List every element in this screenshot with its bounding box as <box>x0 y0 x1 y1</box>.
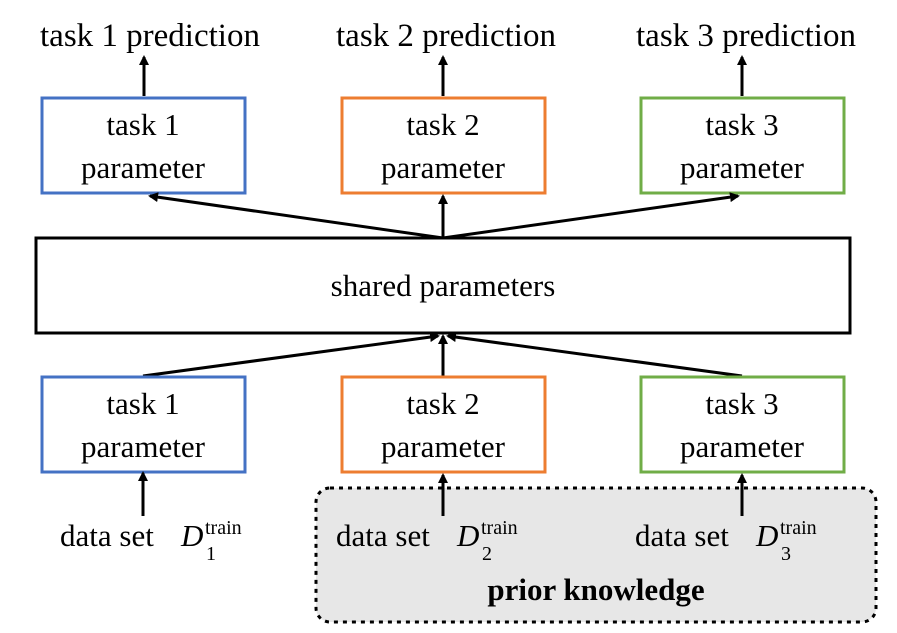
top-task-2-line2: parameter <box>381 150 506 185</box>
top-task-1-line1: task 1 <box>106 107 179 142</box>
dataset-1-sup: train <box>205 517 242 539</box>
task-2-prediction-label: task 2 prediction <box>336 18 556 54</box>
bottom-task-1-box <box>40 375 247 474</box>
dataset-2-prefix: data set <box>336 518 430 553</box>
dataset-3-label: data set D train 3 <box>635 517 817 565</box>
bottom-task-2-line1: task 2 <box>406 386 479 421</box>
arrow-bottom-task3-to-shared <box>446 332 743 378</box>
top-task-1-line2: parameter <box>81 150 206 185</box>
bottom-task-3-line2: parameter <box>680 429 805 464</box>
dataset-3-sup: train <box>780 517 817 539</box>
dataset-1-label: data set D train 1 <box>60 517 242 565</box>
shared-parameters-label: shared parameters <box>331 268 556 303</box>
dataset-2-sup: train <box>481 517 518 539</box>
bottom-task-3-box <box>639 375 846 474</box>
arrow-shared-to-top-task1 <box>148 192 444 240</box>
bottom-task-2-line2: parameter <box>381 429 506 464</box>
arrow-shared-to-top-task3 <box>442 192 740 240</box>
top-task-3-line1: task 3 <box>705 107 778 142</box>
bottom-task-3-line1: task 3 <box>705 386 778 421</box>
dataset-3-prefix: data set <box>635 518 729 553</box>
top-task-3-line2: parameter <box>680 150 805 185</box>
dataset-1-symbol: D <box>180 518 203 553</box>
prior-knowledge-region <box>314 486 878 624</box>
task-1-prediction-label: task 1 prediction <box>40 18 260 54</box>
shared-parameters-box <box>34 236 852 335</box>
bottom-task-1-line2: parameter <box>81 429 206 464</box>
dataset-2-symbol: D <box>456 518 479 553</box>
dataset-1-sub: 1 <box>206 543 216 565</box>
dataset-2-sub: 2 <box>482 543 492 565</box>
dataset-3-sub: 3 <box>781 543 791 565</box>
prior-knowledge-label: prior knowledge <box>487 572 704 607</box>
bottom-task-2-box <box>340 375 547 474</box>
top-task-1-box <box>40 96 247 195</box>
dataset-1-prefix: data set <box>60 518 154 553</box>
arrow-bottom-task1-to-shared <box>142 332 440 378</box>
bottom-task-1-line1: task 1 <box>106 386 179 421</box>
dataset-3-symbol: D <box>755 518 778 553</box>
top-task-3-box <box>639 96 846 195</box>
task-3-prediction-label: task 3 prediction <box>636 18 856 54</box>
top-task-2-box <box>340 96 547 195</box>
top-task-2-line1: task 2 <box>406 107 479 142</box>
dataset-2-label: data set D train 2 <box>336 517 518 565</box>
